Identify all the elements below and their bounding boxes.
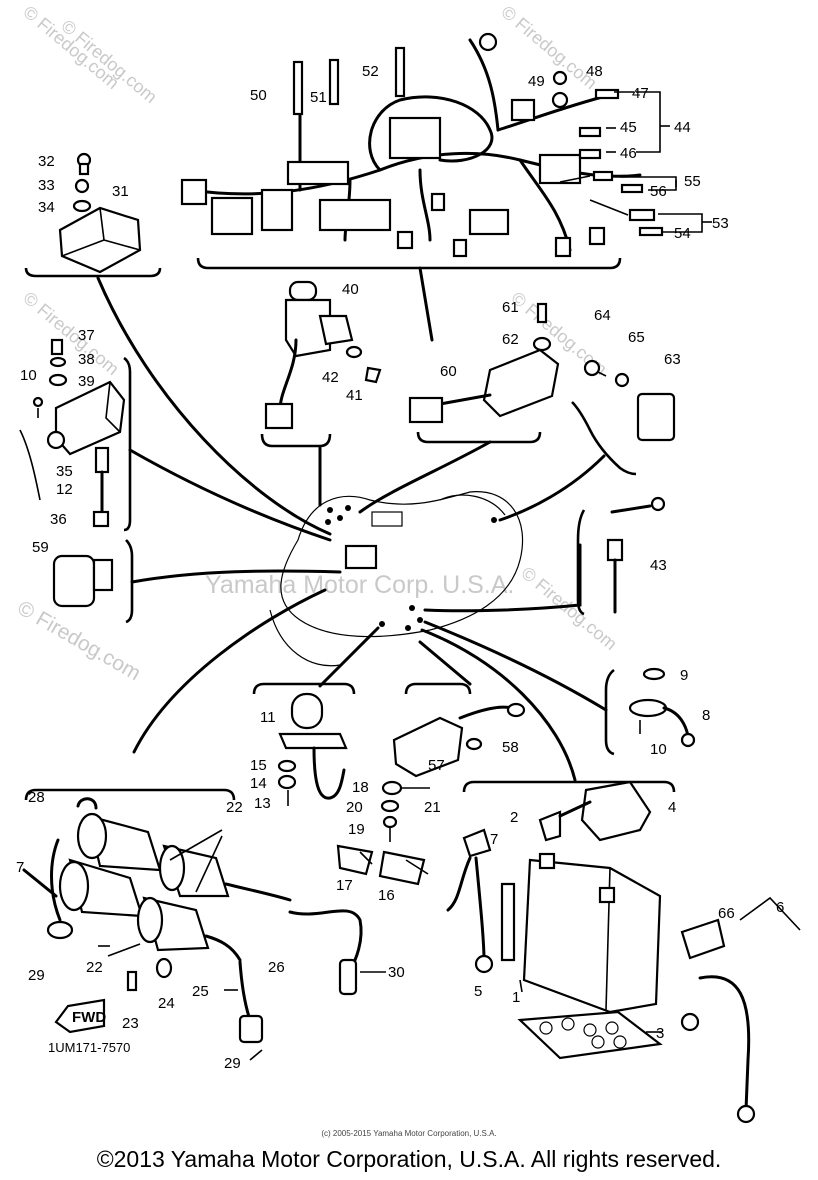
label-17: 17 [336,877,353,894]
label-66: 66 [718,905,735,922]
label-43: 43 [650,557,667,574]
label-58: 58 [502,739,519,756]
label-2: 2 [510,809,518,826]
brake-switch-group [336,780,430,886]
ignition-coil-group [22,788,386,1044]
label-54: 54 [674,225,691,242]
label-30: 30 [388,964,405,981]
label-7b: 7 [490,831,498,848]
label-11: 11 [260,709,276,726]
label-32: 32 [38,153,55,170]
label-48: 48 [586,63,603,80]
label-57: 57 [428,757,445,774]
label-15: 15 [250,757,267,774]
label-9: 9 [680,667,688,684]
label-49: 49 [528,73,545,90]
label-47: 47 [632,85,649,102]
label-41: 41 [346,387,363,404]
sensor-43 [576,496,666,616]
neutral-switch-group [604,667,696,756]
label-37: 37 [78,327,95,344]
main-switch-group [260,280,382,448]
label-40: 40 [342,281,359,298]
label-12: 12 [56,481,73,498]
label-39: 39 [78,373,95,390]
label-64: 64 [594,307,611,324]
label-45: 45 [620,119,637,136]
part-number-labels: 50 51 52 49 48 47 45 44 46 55 56 53 54 3… [16,63,784,1072]
battery-group [446,780,801,1124]
copyright-notice: ©2013 Yamaha Motor Corporation, U.S.A. A… [96,1146,722,1172]
label-24: 24 [158,995,175,1012]
label-10b: 10 [650,741,667,758]
label-56: 56 [650,183,667,200]
label-55: 55 [684,173,701,190]
label-36: 36 [50,511,67,528]
label-35: 35 [56,463,73,480]
label-13: 13 [254,795,271,812]
watermark-left-large: © Firedog.com [14,596,145,685]
label-34: 34 [38,199,55,216]
label-16: 16 [378,887,395,904]
starter-relay-group [392,682,526,778]
label-28: 28 [28,789,45,806]
fwd-label: FWD [72,1009,106,1026]
label-20: 20 [346,799,363,816]
flasher-relay-group [19,338,132,532]
watermark-center: Yamaha Motor Corp. U.S.A. [205,571,514,599]
label-53: 53 [712,215,729,232]
label-31: 31 [112,183,129,200]
label-18: 18 [352,779,369,796]
label-46: 46 [620,145,637,162]
label-6: 6 [776,899,784,916]
label-44: 44 [674,119,691,136]
label-26: 26 [268,959,285,976]
label-14: 14 [250,775,267,792]
label-62: 62 [502,331,519,348]
label-1: 1 [512,989,520,1006]
label-22a: 22 [226,799,243,816]
label-65: 65 [628,329,645,346]
small-copyright: (c) 2005-2015 Yamaha Motor Corporation, … [321,1129,497,1138]
label-51: 51 [310,89,327,106]
bolt-51 [328,58,340,106]
leader-lines [96,266,608,782]
label-22b: 22 [86,959,103,976]
label-23: 23 [122,1015,139,1032]
label-42: 42 [322,369,339,386]
bolt-52 [394,46,406,98]
label-61: 61 [502,299,519,316]
bolt-50 [292,60,304,116]
cdi-unit-group [24,152,162,278]
label-3: 3 [656,1025,664,1042]
horn-group [252,682,356,806]
label-63: 63 [664,351,681,368]
label-60: 60 [440,363,457,380]
label-25: 25 [192,983,209,1000]
label-29a: 29 [28,967,45,984]
relay-59 [52,539,134,624]
label-5: 5 [474,983,482,1000]
label-7a: 7 [16,859,24,876]
label-59: 59 [32,539,49,556]
label-8: 8 [702,707,710,724]
frame-outline [269,491,524,667]
label-4: 4 [668,799,676,816]
rectifier-regulator-group [408,302,560,444]
label-33: 33 [38,177,55,194]
relay-63-group [571,359,676,476]
label-10a: 10 [20,367,37,384]
part-code: 1UM171-7570 [48,1040,131,1055]
label-38: 38 [78,351,95,368]
wire-harness [180,32,642,258]
label-29b: 29 [224,1055,241,1072]
fwd-arrow: FWD [54,998,106,1034]
label-52: 52 [362,63,379,80]
label-50: 50 [250,87,267,104]
label-21: 21 [424,799,441,816]
label-19: 19 [348,821,365,838]
